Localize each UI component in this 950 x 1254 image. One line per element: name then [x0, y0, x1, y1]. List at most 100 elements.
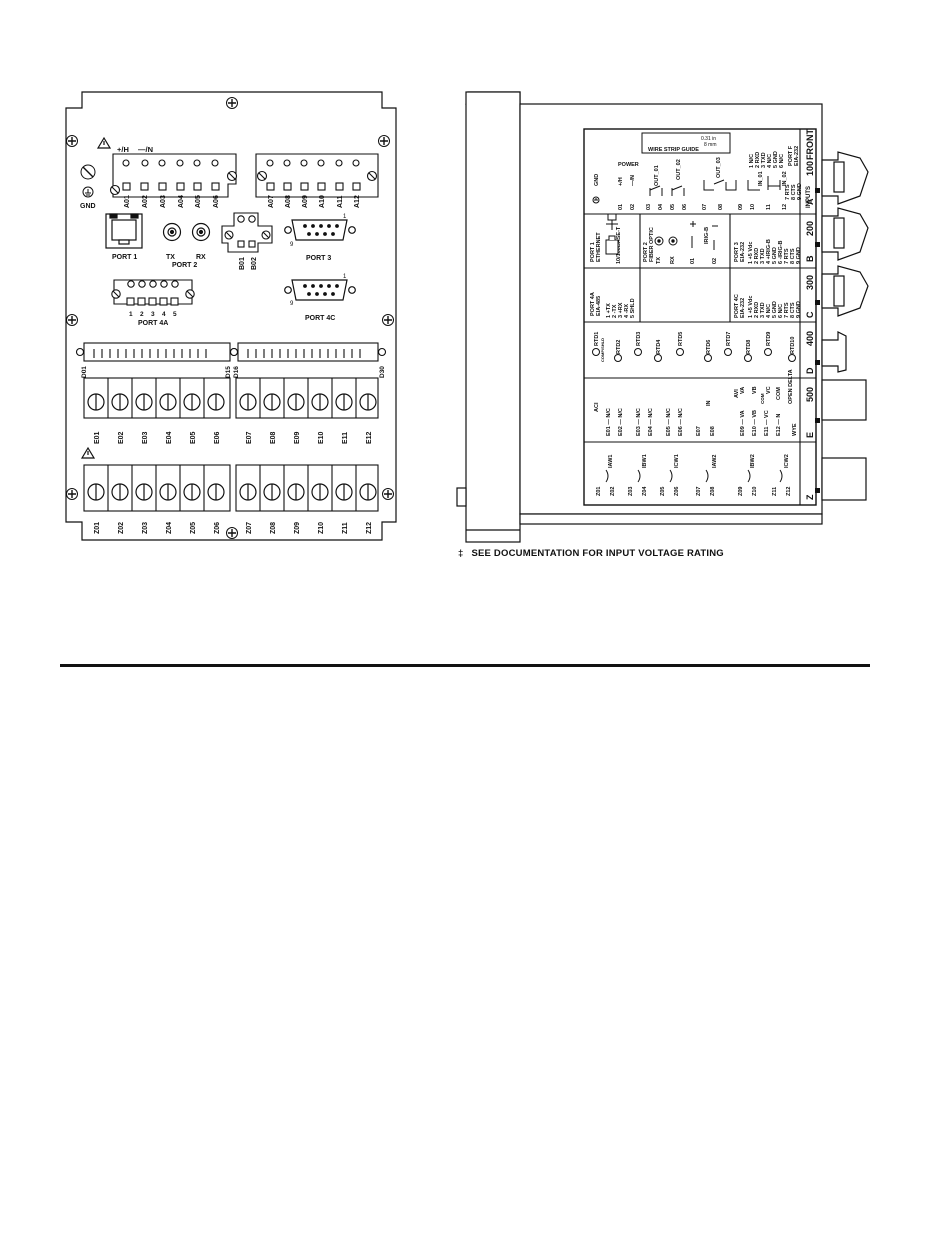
z-row: Z04: [642, 486, 648, 496]
pin-label: 8 CTS: [791, 184, 797, 200]
row-a-io: POWER GND +/H —/N OUT_01 OUT_02 OUT_03 I…: [594, 157, 788, 186]
pin-label: 4: [162, 311, 166, 318]
network-icon: [606, 213, 618, 230]
footnote: ‡ SEE DOCUMENTATION FOR INPUT VOLTAGE RAT…: [458, 548, 724, 559]
slot-number: 300: [805, 275, 815, 290]
terminal-screw-icon: [87, 393, 105, 411]
b01-label: 01: [690, 258, 696, 264]
screw-icon: [382, 314, 394, 326]
terminal-label: Z06: [214, 522, 221, 534]
avi-row: E10 — VB: [752, 410, 758, 436]
slot-number: 100: [805, 161, 815, 176]
terminal-block-port4a: [111, 279, 195, 306]
e-row: E03 — N/C: [636, 408, 642, 436]
terminal-screw-icon: [226, 170, 238, 182]
minus-n-label: —/N: [630, 175, 636, 186]
pin-label: 5 GND: [772, 247, 778, 264]
pin-label: 4 N/C: [767, 154, 773, 168]
screw-icon: [226, 527, 238, 539]
pin-label: 5: [173, 311, 177, 318]
pin-label: 1 +TX: [606, 303, 612, 318]
terminal-label: E12: [366, 431, 373, 444]
terminal-label: A10: [319, 195, 326, 208]
terminal-screw-icon: [359, 393, 377, 411]
d16-label: D16: [233, 366, 240, 378]
terminal-label: E02: [118, 431, 125, 444]
slot-labels: FRONT 100 A 200 B 300 C 400 D 500 E Z: [805, 129, 815, 500]
z-row: Z08: [710, 487, 716, 496]
terminal-screw-icon: [183, 483, 201, 501]
b01-label: B01: [239, 257, 246, 270]
terminal-screw-icon: [335, 483, 353, 501]
z-labels: Z01 Z02 Z03 Z04 Z05 Z06 Z07 Z08 Z09 Z10 …: [94, 522, 373, 534]
port-f-label: PORT F: [788, 145, 794, 166]
avi-row: E11 — VC: [764, 410, 770, 436]
rtd-label: RTD10: [790, 337, 796, 354]
fiber-rx-icon: [191, 222, 211, 242]
rtd-label: RTD3: [636, 332, 642, 346]
rx-label: RX: [196, 254, 206, 261]
pin-label: 4 -RX: [624, 304, 630, 318]
terminal-label: Z01: [94, 522, 101, 534]
panel-screws: [66, 97, 394, 539]
pin-label: 2: [140, 311, 144, 318]
footnote-text: SEE DOCUMENTATION FOR INPUT VOLTAGE RATI…: [471, 548, 724, 559]
tenbase-label: 10/100BASE-T: [616, 226, 622, 264]
fiber-rx-icon: [668, 236, 678, 246]
avi-label: AVI: [734, 389, 740, 398]
gnd-screw-icon: [80, 164, 96, 180]
pin-label: 9 GND: [797, 183, 803, 200]
pin-label: 4 N/C: [766, 304, 772, 318]
double-dagger-icon: ‡: [458, 548, 464, 559]
screw-icon: [66, 135, 78, 147]
row-c: PORT 4A EIA-485 1 +TX 2 -TX 3 +RX 4 -RX …: [590, 292, 802, 318]
terminal-label: A04: [178, 195, 185, 208]
rtd-label: RTD8: [746, 340, 752, 354]
gnd-label: GND: [594, 174, 600, 186]
z-row: Z03: [628, 487, 634, 496]
d30-label: D30: [379, 366, 386, 378]
terminal-screw-icon: [135, 483, 153, 501]
z-row: Z06: [674, 487, 680, 496]
vb-label: VB: [752, 386, 758, 394]
e-row: E06 — N/C: [678, 408, 684, 436]
e08-label: E08: [710, 426, 716, 436]
screw-icon: [382, 488, 394, 500]
z-row: Z07: [696, 487, 702, 496]
front-label: FRONT: [805, 129, 815, 160]
port3-pin9: 9: [290, 242, 294, 248]
screw-icon: [378, 135, 390, 147]
port1-label: PORT 1: [590, 242, 596, 262]
terminal-screw-icon: [239, 393, 257, 411]
terminal-label: Z12: [366, 522, 373, 534]
pin-label: 1: [129, 311, 133, 318]
port4c-label: PORT 4C: [305, 315, 335, 322]
terminal-screw-icon: [261, 230, 271, 240]
port2-label: PORT 2: [643, 242, 649, 262]
d-connector-right: [229, 342, 387, 362]
pin-label: 7 RTS: [785, 184, 791, 200]
fiber-label: FIBER OPTIC: [649, 227, 655, 262]
slot-letter: C: [805, 311, 815, 318]
terminal-number: 08: [718, 204, 724, 210]
strip-length: 0.31 in: [701, 136, 716, 142]
a-labels-left: A01 A02 A03 A04 A05 A06: [124, 195, 220, 208]
z-row: Z10: [752, 487, 758, 496]
screw-icon: [66, 488, 78, 500]
terminal-label: E03: [142, 431, 149, 444]
terminal-number: 09: [738, 204, 744, 210]
terminal-label: A05: [195, 195, 202, 208]
terminal-screw-icon: [159, 483, 177, 501]
terminal-screw-icon: [111, 289, 121, 299]
terminal-screw-icon: [185, 289, 195, 299]
terminal-screw-icon: [359, 483, 377, 501]
terminal-number: 10: [750, 204, 756, 210]
rtd-symbols: [592, 348, 796, 362]
pin-label: 2 RXD: [754, 248, 760, 264]
pin-label: 1 +5 Vdc: [748, 296, 754, 318]
a-terminal-numbers: 01 02 03 04 05 06 07 08 09 10 11 12: [618, 203, 788, 210]
terminal-label: E01: [94, 431, 101, 444]
pin-label: 6 N/C: [779, 154, 785, 168]
vc-label: VC: [766, 386, 772, 394]
